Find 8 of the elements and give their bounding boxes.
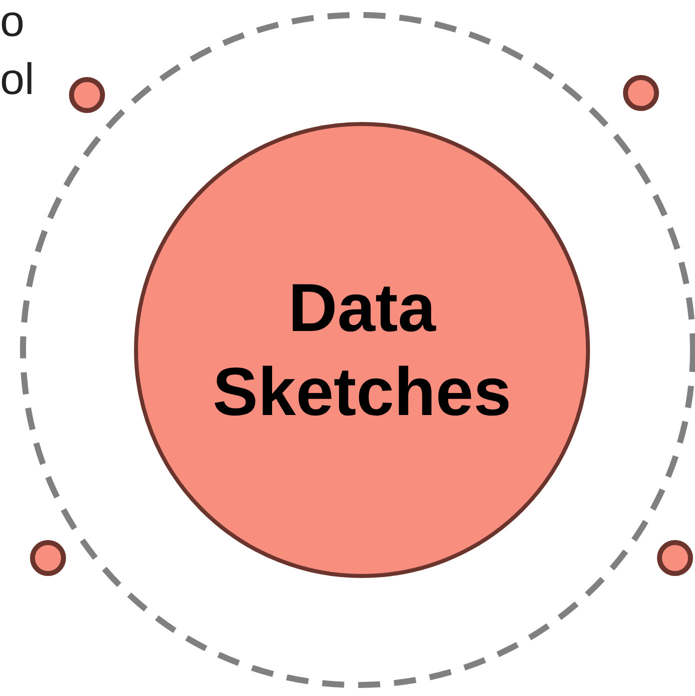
small-circle bbox=[657, 540, 693, 576]
small-circle bbox=[69, 77, 105, 113]
small-circle bbox=[623, 75, 659, 111]
circle-label: Data Sketches bbox=[212, 269, 512, 432]
text-fragment: o bbox=[0, 0, 24, 44]
text-fragment: ol bbox=[0, 58, 34, 102]
circle-node bbox=[134, 122, 590, 578]
small-circle bbox=[30, 540, 66, 576]
